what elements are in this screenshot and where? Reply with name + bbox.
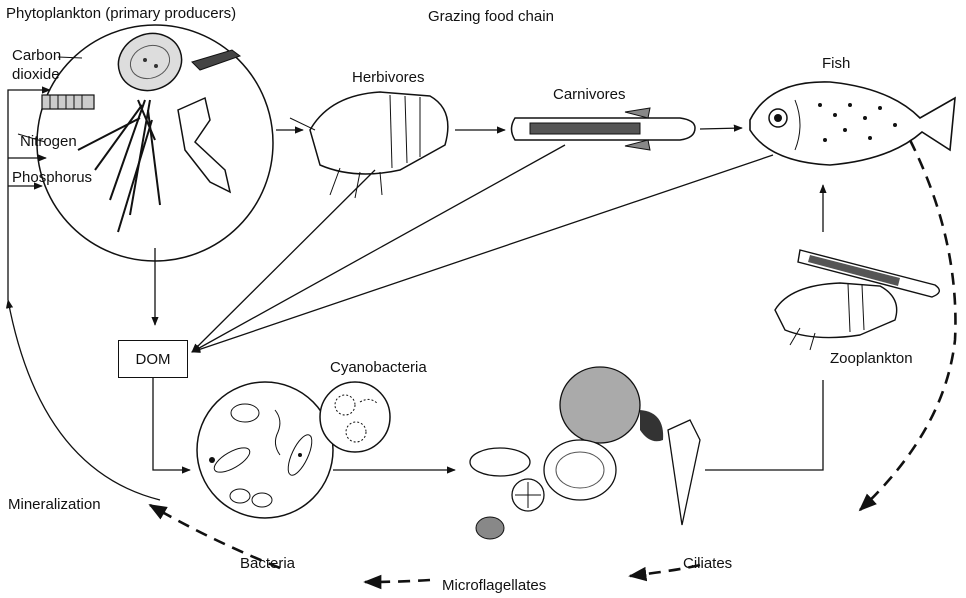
ciliates-label: Ciliates [683, 556, 732, 571]
carbon-label: Carbon [12, 48, 61, 63]
zooplankton-illustration [775, 250, 939, 350]
fish-illustration [750, 82, 955, 165]
bacteria-circle [197, 382, 333, 518]
protists-illustration [470, 367, 700, 539]
bacteria-label: Bacteria [240, 556, 295, 571]
dioxide-label: dioxide [12, 67, 60, 82]
mineralization-label: Mineralization [8, 497, 101, 512]
zooplankton-label: Zooplankton [830, 351, 913, 366]
cyanobacteria-label: Cyanobacteria [330, 360, 427, 375]
phosphorus-label: Phosphorus [12, 170, 92, 185]
nitrogen-label: Nitrogen [20, 134, 77, 149]
herbivores-label: Herbivores [352, 70, 425, 85]
chain-diatom-illustration [42, 95, 94, 109]
cyanobacteria-circle [320, 382, 390, 452]
grazing-food-chain-label: Grazing food chain [428, 9, 554, 24]
dom-box: DOM [118, 340, 188, 378]
carnivores-label: Carnivores [553, 87, 626, 102]
herbivore-copepod-illustration [290, 92, 448, 198]
dom-label: DOM [136, 351, 171, 368]
carnivore-arrowworm-illustration [512, 108, 696, 150]
fish-label: Fish [822, 56, 850, 71]
phytoplankton-label: Phytoplankton (primary producers) [6, 6, 236, 21]
microflagellates-label: Microflagellates [442, 578, 546, 593]
